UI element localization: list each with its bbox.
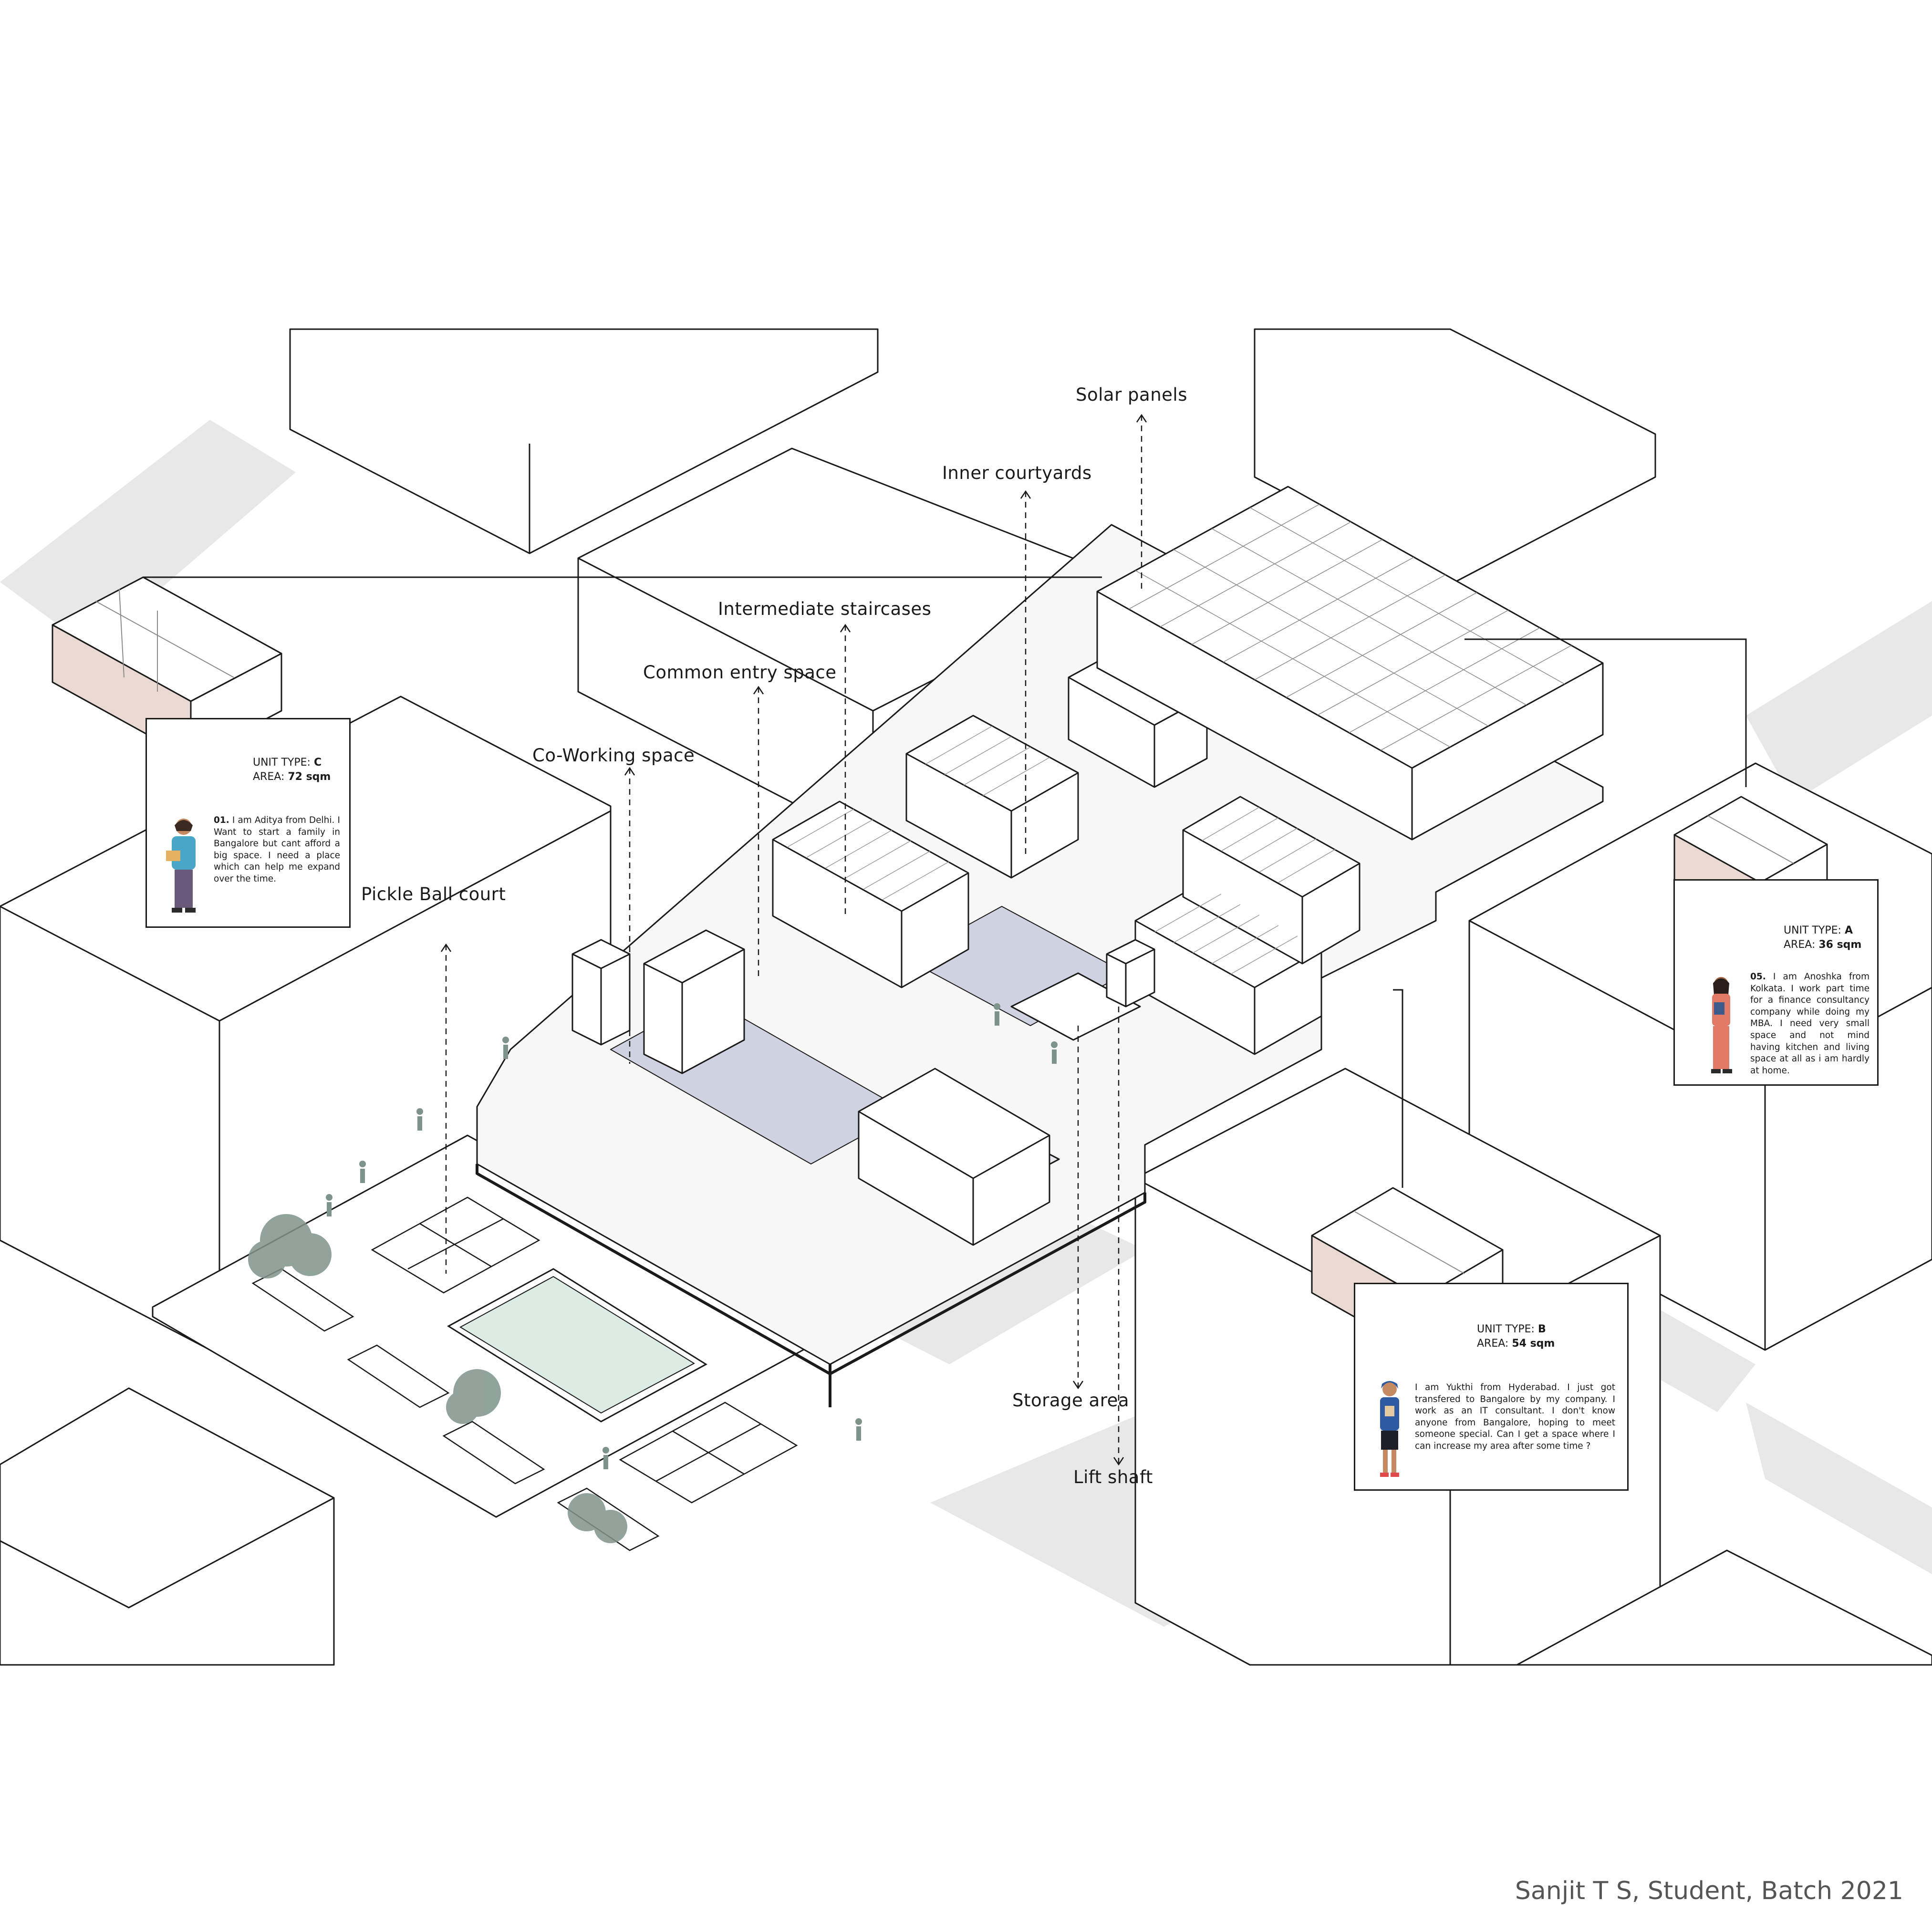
leader-arrowheads <box>440 414 1147 1466</box>
label-common-entry-space: Common entry space <box>643 662 837 683</box>
unit-b-type: UNIT TYPE: B AREA: 54 sqm <box>1477 1323 1555 1350</box>
unit-b-story: I am Yukthi from Hyderabad. I just got t… <box>1415 1382 1615 1451</box>
context-block-bottom-right <box>1516 1549 1932 1666</box>
persona-yukthi-icon <box>1380 1381 1399 1477</box>
pickle-ball-courts <box>371 1196 798 1504</box>
context-block-north-left <box>289 328 879 554</box>
label-lift-shaft: Lift shaft <box>1073 1467 1153 1487</box>
label-pickle-ball-court: Pickle Ball court <box>361 884 506 904</box>
solar-panel-roof <box>1096 486 1604 841</box>
label-co-working-space: Co-Working space <box>532 745 695 766</box>
label-solar-panels: Solar panels <box>1076 384 1187 405</box>
unit-b-card: UNIT TYPE: B AREA: 54 sqm I am Yukthi fr… <box>1354 1283 1629 1491</box>
roof-ribbing <box>787 726 1336 975</box>
author-credit: Sanjit T S, Student, Batch 2021 <box>1515 1877 1903 1905</box>
label-inner-courtyards: Inner courtyards <box>942 463 1092 483</box>
people-silhouettes <box>326 1003 1058 1469</box>
unit-c-type: UNIT TYPE: C AREA: 72 sqm <box>253 757 331 783</box>
unit-c-story: 01. I am Aditya from Delhi. I Want to st… <box>214 815 340 884</box>
persona-anoshka-icon <box>1711 977 1732 1073</box>
unit-a-story: 05. I am Anoshka from Kolkata. I work pa… <box>1750 972 1870 1076</box>
lift-shaft-core <box>571 939 1155 1046</box>
label-intermediate-staircases: Intermediate staircases <box>718 599 932 619</box>
unit-a-card: UNIT TYPE: A AREA: 36 sqm 05. I am Anosh… <box>1673 879 1879 1086</box>
leader-lines-solid <box>143 576 1747 1188</box>
leader-lines-dashed <box>445 415 1143 1465</box>
context-block-north-right <box>1254 328 1656 583</box>
unit-a-type: UNIT TYPE: A AREA: 36 sqm <box>1784 924 1862 951</box>
unit-c-card: UNIT TYPE: C AREA: 72 sqm 01. I am Adity… <box>145 718 351 928</box>
persona-aditya-icon <box>166 819 196 913</box>
label-storage-area: Storage area <box>1012 1390 1130 1411</box>
swimming-pool <box>447 1268 707 1423</box>
